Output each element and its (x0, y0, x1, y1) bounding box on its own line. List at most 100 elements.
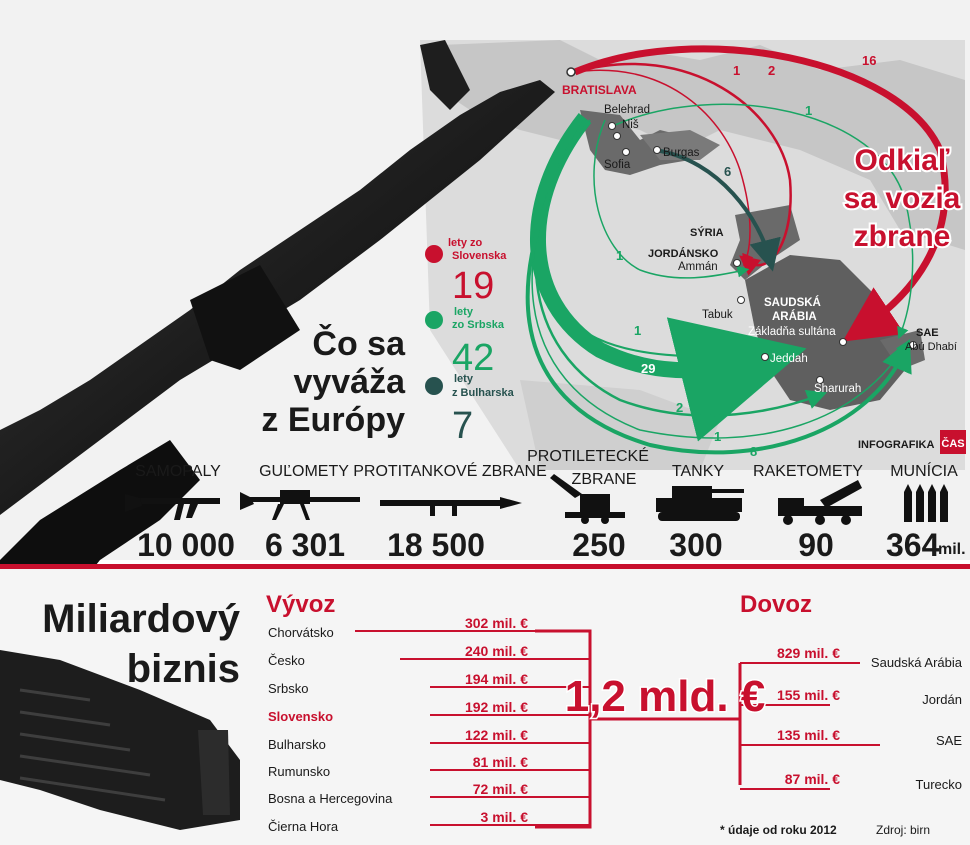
city-dot-belehrad (608, 122, 616, 130)
route-bratislava-saudi-16 (573, 45, 949, 342)
city-label-jeddah: Jeddah (770, 353, 808, 365)
export-row: Chorvátsko 302 mil. € (268, 615, 535, 640)
magazine-graphic (0, 650, 240, 830)
import-value: 155 mil. € (777, 687, 840, 703)
city-label-sharurah: Sharurah (814, 383, 861, 395)
export-list: Chorvátsko 302 mil. € Česko 240 mil. € Srbsk… (268, 615, 590, 834)
city-label-burgas: Burgas (663, 147, 700, 159)
route-burgas-jordan-6 (654, 148, 781, 272)
tank-icon (656, 486, 744, 521)
cas-logo-text: ČAS (941, 437, 964, 450)
weapon-label-protiletecke-1: PROTILETECKÉ (527, 446, 649, 465)
export-country: Bulharsko (268, 737, 326, 752)
legend-slovakia-count: 19 (452, 265, 494, 307)
business-title-line-1: Miliardový (42, 597, 241, 641)
legend-bulgaria-label-2: z Bulharska (452, 387, 515, 399)
legend-serbia-count: 42 (452, 337, 494, 379)
export-value: 192 mil. € (465, 699, 528, 715)
city-label-belehrad: Belehrad (604, 104, 650, 116)
city-markers: BRATISLAVA Belehrad Niš Sofia Burgas SÝR… (562, 67, 957, 395)
export-country: Chorvátsko (268, 625, 334, 640)
export-value: 81 mil. € (473, 754, 528, 770)
weapon-unit-municia: mil. (938, 541, 966, 558)
export-title-line-1: Čo sa (312, 324, 406, 363)
weapon-label-gulomety: GUĽOMETY (259, 463, 349, 480)
route-serbia-jeddah-29 (530, 113, 807, 442)
weapon-label-tanky: TANKY (672, 463, 724, 480)
city-dot-sharurah (816, 376, 824, 384)
export-row: Bulharsko 122 mil. € (268, 727, 535, 752)
weapon-value-protiletecke: 250 (572, 527, 625, 563)
weapon-value-gulomety: 6 301 (265, 527, 345, 563)
weapon-value-raketomety: 90 (798, 527, 834, 563)
weapons-row: SAMOPALY 10 000 GUĽOMETY 6 301 PROTITANK… (125, 446, 966, 563)
legend-serbia-label-1: lety (454, 306, 474, 318)
import-country: Saudská Arábia (871, 655, 963, 670)
machine-gun-icon (240, 490, 360, 520)
weapon-label-raketomety: RAKETOMETY (753, 463, 863, 480)
city-dot-nis (613, 132, 621, 140)
legend-slovakia-label-1: lety zo (448, 237, 483, 249)
route-number-8: 8 (750, 444, 757, 459)
weapon-value-tanky: 300 (669, 527, 722, 563)
city-dot-abudhabi (909, 341, 917, 349)
city-dot-amman (733, 259, 741, 267)
route-number-6: 6 (724, 164, 731, 179)
weapon-label-municia: MUNÍCIA (890, 461, 958, 480)
source: Zdroj: birn (876, 823, 930, 837)
import-value: 87 mil. € (785, 771, 840, 787)
export-value: 72 mil. € (473, 781, 528, 797)
city-dot-burgas (653, 146, 661, 154)
city-label-abudhabi: Abú Dhabí (905, 341, 957, 353)
weapon-label-samopaly: SAMOPALY (135, 463, 221, 480)
export-country: Rumunsko (268, 764, 330, 779)
country-label-saudi-1: SAUDSKÁ (764, 296, 821, 309)
export-value: 122 mil. € (465, 727, 528, 743)
map-europe-land (440, 40, 965, 250)
import-heading: Dovoz (740, 591, 812, 618)
import-value: 135 mil. € (777, 727, 840, 743)
business-title-line-2: biznis (127, 647, 240, 691)
routes (525, 45, 949, 455)
export-title-line-2: vyváža (293, 363, 406, 401)
map-title-line-2: sa vozia (844, 182, 961, 215)
export-row: Rumunsko 81 mil. € (268, 754, 535, 779)
weapon-label-protiletecke-2: ZBRANE (572, 471, 637, 488)
export-value: 302 mil. € (465, 615, 528, 631)
import-row: 87 mil. €Turecko (740, 771, 962, 792)
infografika-label: INFOGRAFIKA (858, 439, 934, 451)
route-number-1b: 1 (805, 103, 812, 118)
import-country: Jordán (922, 692, 962, 707)
rifle-icon (125, 494, 220, 520)
map-title-line-1: Odkiaľ (855, 144, 950, 177)
weapon-label-protitankove: PROTITANKOVÉ ZBRANE (353, 461, 547, 480)
export-row: Slovensko 192 mil. € (268, 699, 535, 724)
city-dot-sofia (622, 148, 630, 156)
rocket-launcher-icon (778, 480, 862, 525)
anti-aircraft-gun-icon (550, 474, 625, 524)
export-country: Čierna Hora (268, 819, 339, 834)
city-dot-jeddah (761, 353, 769, 361)
weapon-value-samopaly: 10 000 (137, 527, 235, 563)
weapon-value-municia: 364 (886, 527, 940, 563)
route-serbia-sae-8 (525, 119, 912, 455)
route-number-1d: 1 (634, 323, 641, 338)
export-value: 240 mil. € (465, 643, 528, 659)
cas-logo (940, 430, 966, 454)
route-serbia-jordan-1 (593, 119, 750, 279)
export-row: Česko 240 mil. € (268, 643, 535, 668)
country-label-sae: SAE (916, 327, 939, 339)
export-title-line-3: z Európy (261, 401, 405, 439)
route-serbia-sae-1 (614, 103, 914, 340)
import-row: 155 mil. € Jordán (740, 687, 962, 707)
route-number-16: 16 (862, 53, 876, 68)
export-country: Slovensko (268, 709, 333, 724)
export-country: Bosna a Hercegovina (268, 791, 393, 806)
export-country: Česko (268, 653, 305, 668)
city-dot-zakladna (839, 338, 847, 346)
